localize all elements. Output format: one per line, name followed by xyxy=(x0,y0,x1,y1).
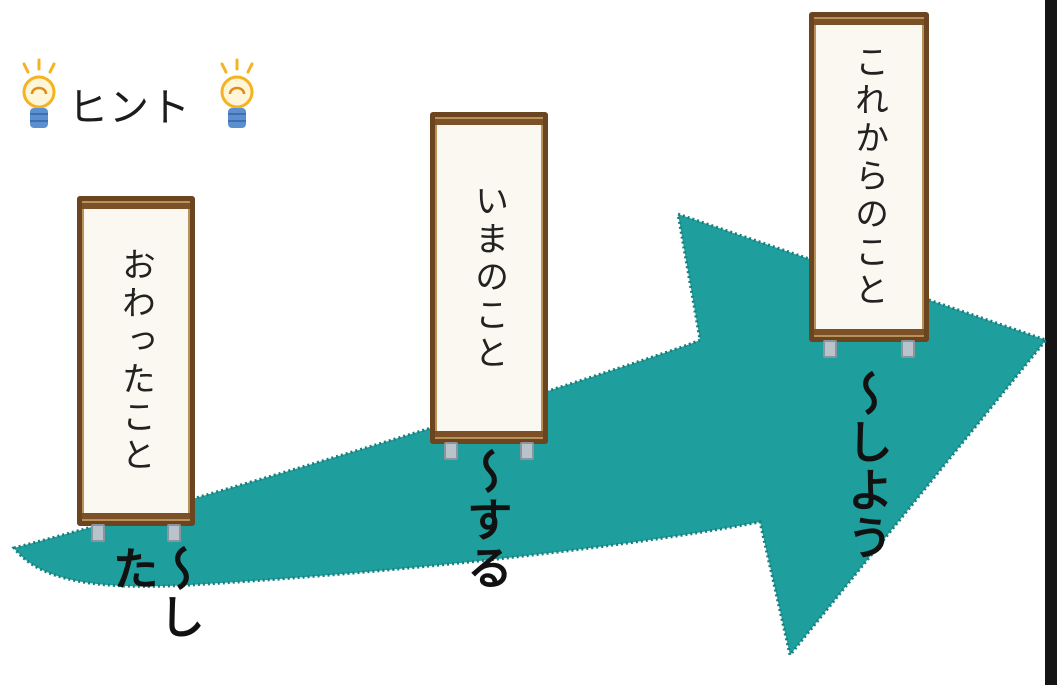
sign-present: いまのこと xyxy=(430,112,548,460)
sign-label: おわったこと xyxy=(115,247,156,475)
sign-post xyxy=(823,340,837,358)
lightbulb-icon xyxy=(22,58,56,128)
ending-past: 〜した xyxy=(106,545,206,641)
lightbulb-icon xyxy=(220,58,254,128)
hint-header: ヒント xyxy=(14,58,284,160)
sign-past: おわったこと xyxy=(77,196,195,542)
sign-future: これからのこと xyxy=(809,12,929,358)
ending-future: 〜しよう xyxy=(840,370,894,562)
right-edge-bar xyxy=(1045,0,1057,685)
hint-label: ヒント xyxy=(68,85,191,131)
sign-post xyxy=(167,524,181,542)
sign-label: いまのこと xyxy=(468,183,509,373)
sign-post xyxy=(444,442,458,460)
sign-label: これからのこと xyxy=(848,44,889,310)
sign-board xyxy=(77,196,195,526)
ending-present: 〜する xyxy=(460,448,514,592)
sign-post xyxy=(901,340,915,358)
sign-board xyxy=(430,112,548,444)
sign-board xyxy=(809,12,929,342)
sign-post xyxy=(91,524,105,542)
sign-post xyxy=(520,442,534,460)
